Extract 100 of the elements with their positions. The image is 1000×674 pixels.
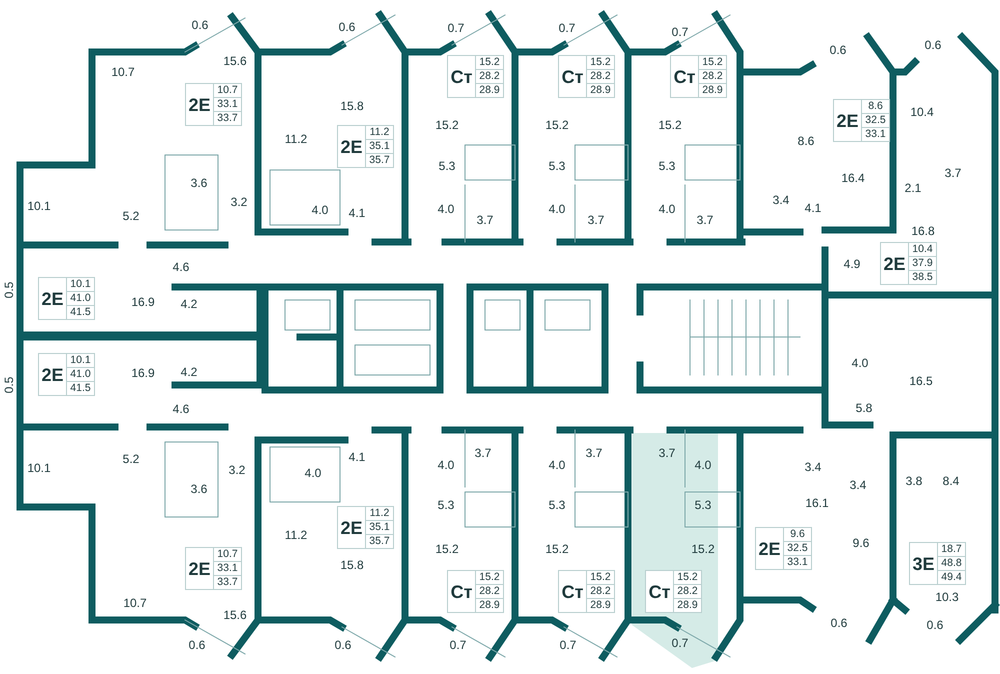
- area-value: 32.5: [862, 113, 889, 127]
- apartment-type: Ст: [450, 582, 472, 600]
- apartment-tag: [909, 542, 966, 585]
- area-label: 10.4: [910, 106, 934, 118]
- area-label: 2.1: [904, 182, 922, 194]
- apartment-tag: [185, 83, 242, 126]
- area-label: 15.6: [223, 609, 247, 621]
- apartment-tag: [185, 547, 242, 590]
- apartment-type: 2Е: [188, 560, 211, 578]
- area-label: 5.3: [438, 160, 456, 172]
- area-value: 28.2: [476, 69, 503, 83]
- area-label: 5.3: [548, 499, 566, 511]
- area-label: 8.6: [798, 135, 814, 147]
- area-label: 15.2: [691, 543, 715, 555]
- area-value: 33.7: [214, 111, 241, 125]
- apartment-tag: [880, 242, 937, 285]
- area-label: 3.4: [850, 479, 866, 491]
- area-label: 0.7: [450, 639, 466, 651]
- area-label: 5.3: [658, 160, 676, 172]
- area-value: 33.1: [214, 561, 241, 575]
- area-value: 28.9: [674, 598, 701, 612]
- area-value: 28.9: [476, 83, 503, 97]
- area-value: 32.5: [784, 541, 811, 555]
- area-label: 0.6: [924, 39, 942, 51]
- area-label: 5.2: [122, 210, 140, 222]
- area-value: 28.2: [476, 584, 503, 598]
- area-label: 8.4: [942, 475, 960, 487]
- apartment-type: 2Е: [41, 290, 64, 308]
- area-value: 10.4: [911, 243, 934, 256]
- area-value: 35.7: [366, 153, 393, 167]
- area-value: 10.7: [216, 84, 239, 97]
- area-value: 28.9: [587, 83, 614, 97]
- area-value: 41.0: [67, 367, 94, 381]
- area-label: 4.6: [172, 403, 190, 415]
- area-label: 15.2: [545, 119, 569, 131]
- area-label: 0.7: [448, 22, 464, 34]
- apartment-tag: [755, 527, 812, 570]
- apartment-type: Ст: [562, 582, 584, 600]
- area-value: 35.1: [366, 139, 393, 153]
- area-label: 4.1: [348, 451, 366, 463]
- area-label: 15.2: [545, 543, 569, 555]
- area-value: 15.2: [676, 571, 699, 584]
- area-label: 4.0: [852, 357, 868, 369]
- area-label: 3.8: [906, 475, 922, 487]
- apartment-type: 2Е: [883, 254, 906, 272]
- apartment-type: Ст: [562, 68, 584, 86]
- area-label: 16.8: [911, 225, 935, 237]
- area-label: 3.7: [944, 167, 962, 179]
- area-value: 28.9: [476, 598, 503, 612]
- area-label: 4.0: [658, 203, 676, 215]
- area-label: 0.7: [558, 22, 576, 34]
- area-label: 0.6: [338, 21, 356, 33]
- apartment-tag: [447, 55, 504, 98]
- area-label: 3.7: [588, 214, 604, 226]
- area-label: 10.1: [27, 462, 51, 474]
- area-label: 10.7: [123, 597, 147, 609]
- area-value: 28.9: [587, 598, 614, 612]
- area-label: 0.6: [830, 617, 848, 629]
- area-label: 4.0: [548, 203, 566, 215]
- area-label: 4.0: [548, 459, 566, 471]
- area-value: 35.1: [366, 520, 393, 534]
- area-label: 0.6: [830, 44, 846, 56]
- area-label: 0.7: [672, 637, 688, 649]
- area-label: 3.2: [228, 464, 246, 476]
- area-label: 15.8: [340, 100, 364, 112]
- area-value: 15.2: [589, 56, 612, 69]
- area-label: 0.6: [192, 19, 208, 31]
- area-label: 15.2: [658, 119, 682, 131]
- area-label: 4.0: [438, 203, 454, 215]
- area-label: 5.3: [694, 499, 712, 511]
- area-label: 5.2: [122, 453, 140, 465]
- apartment-tag: [447, 570, 504, 613]
- area-label: 3.7: [696, 214, 714, 226]
- area-value: 10.7: [216, 548, 239, 561]
- area-label: 0.7: [672, 26, 688, 38]
- area-label: 15.2: [435, 543, 459, 555]
- area-label: 3.6: [190, 177, 208, 189]
- area-label: 10.1: [27, 200, 51, 212]
- apartment-type: 2Е: [188, 96, 211, 114]
- apartment-type: Ст: [674, 68, 696, 86]
- area-value: 41.5: [67, 381, 94, 395]
- area-label: 15.2: [435, 119, 459, 131]
- area-value: 48.8: [938, 556, 965, 570]
- apartment-type: 2Е: [340, 518, 363, 536]
- apartment-tag: [833, 99, 890, 142]
- apartment-tag: [558, 55, 615, 98]
- area-label: 3.2: [230, 196, 248, 208]
- area-label: 5.3: [438, 499, 454, 511]
- area-label: 4.6: [172, 261, 190, 273]
- area-label: 10.3: [935, 591, 959, 603]
- area-value: 11.2: [368, 126, 390, 139]
- area-value: 18.7: [940, 543, 963, 556]
- area-label: 0.5: [3, 282, 15, 298]
- area-label: 16.1: [805, 497, 829, 509]
- area-value: 33.7: [214, 575, 241, 589]
- area-label: 5.3: [548, 160, 566, 172]
- area-label: 4.0: [438, 459, 454, 471]
- area-label: 4.1: [804, 202, 822, 214]
- area-label: 16.9: [131, 367, 155, 379]
- area-label: 3.7: [658, 447, 676, 459]
